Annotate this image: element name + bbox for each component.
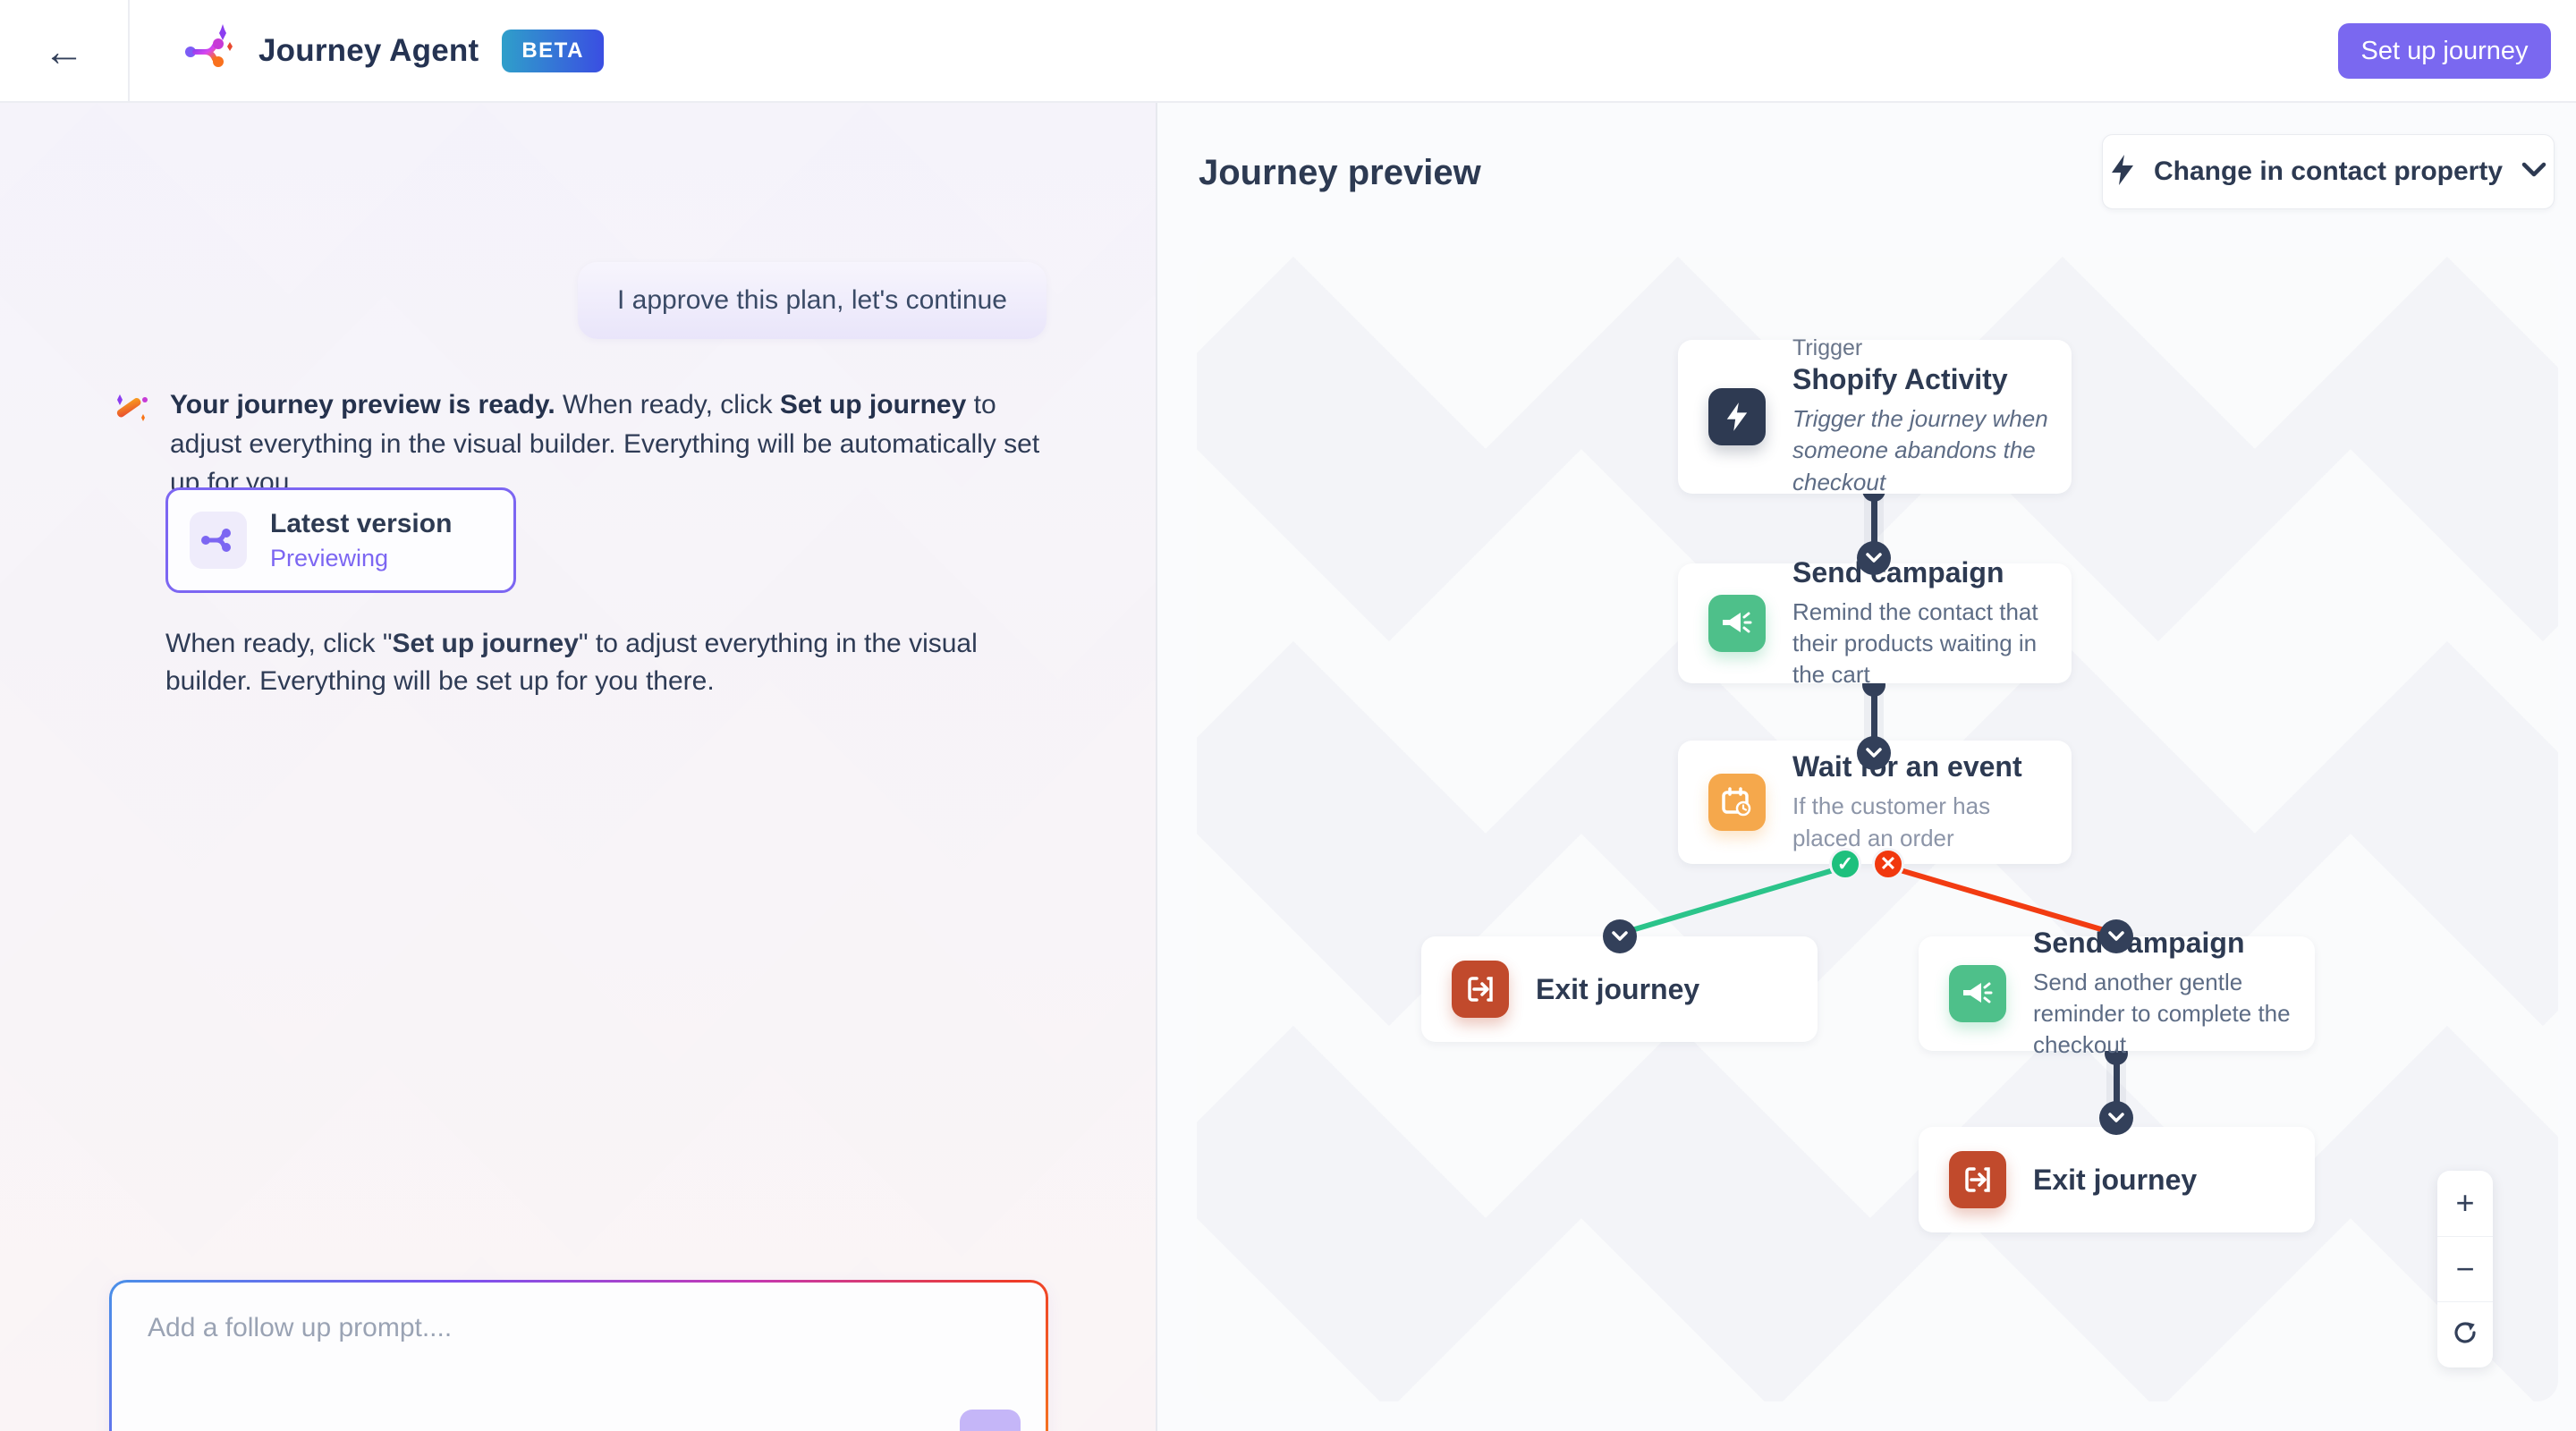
assistant-message-text: Your journey preview is ready. When read…	[170, 385, 1050, 503]
dropdown-label: Change in contact property	[2153, 157, 2504, 186]
node-title: Wait for an event	[1792, 750, 2022, 783]
node-kicker: Trigger	[1792, 335, 1863, 361]
node-description: Send another gentle reminder to complete…	[2033, 968, 2291, 1059]
followup-post: " to adjust everything in the visual bui…	[165, 629, 978, 696]
exit-icon	[1452, 961, 1509, 1018]
assistant-inline-bold: Set up journey	[779, 390, 967, 419]
node-title: Shopify Activity	[1792, 363, 2008, 396]
node-text: Send campaign Send another gentle remind…	[2033, 927, 2301, 1061]
node-exit-journey-left[interactable]: Exit journey	[1421, 936, 1818, 1042]
node-trigger-shopify-activity[interactable]: Trigger Shopify Activity Trigger the jou…	[1678, 335, 2072, 495]
node-send-campaign-1[interactable]: Send campaign Remind the contact that th…	[1678, 556, 2072, 688]
assistant-lead: Your journey preview is ready.	[170, 390, 555, 419]
node-description: Remind the contact that their products w…	[1792, 597, 2038, 689]
connector-chevron-icon	[2099, 919, 2133, 953]
user-message-bubble: I approve this plan, let's continue	[578, 262, 1046, 339]
journey-canvas[interactable]: ✓ ✕ Trigger Shopify Activity Trigger the…	[1197, 257, 2558, 1401]
back-arrow-icon[interactable]: ←	[43, 27, 85, 74]
version-card-text: Latest version Previewing	[270, 509, 452, 572]
node-description: Trigger the journey when someone abandon…	[1792, 405, 2048, 495]
connector-line	[1871, 489, 1877, 559]
connector-chevron-icon	[1603, 919, 1637, 953]
megaphone-icon	[1708, 595, 1766, 652]
assistant-after-lead: When ready, click	[555, 390, 780, 419]
beta-badge: BETA	[502, 29, 604, 72]
calendar-clock-icon	[1708, 774, 1766, 831]
version-card-title: Latest version	[270, 508, 453, 538]
lightning-bolt-icon	[2109, 154, 2136, 191]
canvas-zoom-controls: + −	[2437, 1171, 2493, 1367]
node-exit-journey-right[interactable]: Exit journey	[1919, 1127, 2315, 1232]
panel-divider	[1156, 103, 1157, 1431]
version-card-status: Previewing	[270, 544, 389, 572]
chevron-down-icon	[2521, 161, 2547, 183]
node-description: If the customer has placed an order	[1792, 792, 1991, 851]
assistant-tail: to adjust everything in the visual build…	[170, 390, 1040, 497]
node-text: Trigger Shopify Activity Trigger the jou…	[1792, 335, 2061, 497]
node-text: Wait for an event If the customer has pl…	[1792, 750, 2061, 853]
followup-prompt-input[interactable]	[112, 1283, 1046, 1431]
followup-pre: When ready, click "	[165, 629, 393, 658]
reset-view-button[interactable]	[2437, 1301, 2493, 1367]
connector-line	[1871, 684, 1877, 754]
back-rail: ←	[0, 0, 130, 101]
preview-title: Journey preview	[1199, 153, 1481, 192]
zoom-in-button[interactable]: +	[2437, 1171, 2493, 1236]
refresh-icon	[2452, 1317, 2479, 1354]
prompt-input-container: ›	[109, 1280, 1048, 1431]
set-up-journey-button[interactable]: Set up journey	[2338, 23, 2551, 79]
journey-agent-logo-icon	[183, 22, 235, 79]
app-title: Journey Agent	[258, 32, 479, 68]
connector-chevron-icon	[2099, 1101, 2133, 1135]
node-title: Exit journey	[2033, 1163, 2198, 1196]
trigger-type-dropdown[interactable]: Change in contact property	[2102, 134, 2555, 209]
prompt-input-inner: ›	[112, 1283, 1046, 1431]
megaphone-icon	[1949, 965, 2006, 1022]
connector-chevron-icon	[1857, 541, 1891, 575]
top-header: ← Journey Agent B	[0, 0, 2576, 103]
latest-version-card[interactable]: Latest version Previewing	[165, 487, 516, 593]
zoom-out-button[interactable]: −	[2437, 1235, 2493, 1302]
branch-no-cross-icon: ✕	[1872, 848, 1904, 880]
plus-icon: +	[2455, 1184, 2475, 1222]
journey-preview-panel: Journey preview Change in contact proper…	[1157, 103, 2576, 1431]
branch-yes-check-icon: ✓	[1829, 848, 1861, 880]
assistant-followup-text: When ready, click "Set up journey" to ad…	[165, 625, 1024, 700]
send-prompt-button[interactable]: ›	[960, 1410, 1021, 1431]
send-chevron-icon: ›	[984, 1423, 996, 1431]
assistant-message: Your journey preview is ready. When read…	[111, 385, 1050, 503]
connector-line	[2114, 1053, 2120, 1117]
magic-wand-icon	[111, 389, 150, 503]
brand: Journey Agent BETA	[183, 0, 604, 101]
journey-version-icon	[190, 512, 247, 569]
node-title: Send campaign	[1792, 555, 2004, 588]
exit-icon	[1949, 1151, 2006, 1208]
followup-bold: Set up journey	[392, 629, 579, 658]
lightning-bolt-icon	[1708, 388, 1766, 445]
node-text: Send campaign Remind the contact that th…	[1792, 556, 2061, 690]
node-send-campaign-2[interactable]: Send campaign Send another gentle remind…	[1919, 927, 2315, 1058]
node-title: Exit journey	[1536, 972, 1700, 1005]
chat-panel: I approve this plan, let's continue Your…	[0, 103, 1156, 1431]
connector-chevron-icon	[1857, 736, 1891, 770]
node-title: Send campaign	[2033, 926, 2245, 959]
minus-icon: −	[2455, 1250, 2475, 1287]
